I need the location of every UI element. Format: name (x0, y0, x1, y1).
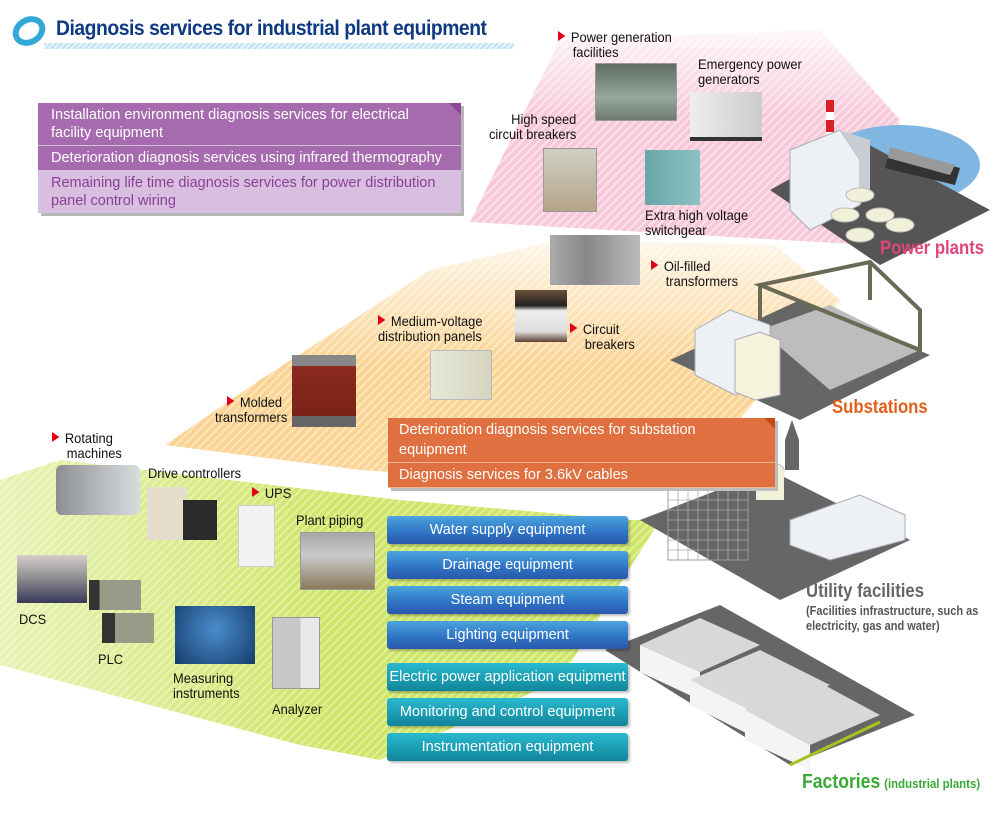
equipment-label-distribution-panels: Medium-voltage distribution panels (378, 313, 483, 344)
equipment-label-power-generation: Power generation facilities (558, 30, 672, 60)
power-generation-photo (595, 63, 677, 121)
power-plant-illustration (770, 100, 990, 265)
equipment-label-circuit-breakers: Circuit breakers (570, 322, 635, 352)
equipment-label-emergency-generators: Emergency power generators (698, 56, 802, 87)
equipment-label-drive-controllers: Drive controllers (148, 465, 242, 481)
marker-triangle-icon (651, 260, 659, 270)
folded-corner (449, 103, 461, 115)
equipment-label-measuring-instruments: Measuring instruments (173, 670, 240, 701)
circuit-breaker-photo (515, 290, 567, 342)
marker-triangle-icon (226, 396, 235, 406)
marker-triangle-icon (52, 432, 60, 442)
equipment-label-plant-piping: Plant piping (296, 512, 364, 528)
equipment-label-molded-transformers: Molded transformers (215, 394, 288, 425)
emergency-generator-photo (690, 92, 762, 137)
marker-triangle-icon (378, 315, 386, 325)
oil-transformer-photo (550, 235, 640, 285)
dcs-photo (17, 555, 87, 603)
drainage-button[interactable]: Drainage equipment (387, 551, 628, 579)
marker-triangle-icon (570, 323, 578, 333)
equipment-label-rotating-machines: Rotating machines (52, 431, 122, 461)
plc-photo-2 (102, 613, 154, 643)
lighting-button[interactable]: Lighting equipment (387, 621, 628, 649)
steam-button[interactable]: Steam equipment (387, 586, 628, 614)
equipment-label-oil-transformers: Oil-filled transformers (651, 259, 738, 289)
equipment-label-ups: UPS (252, 486, 291, 501)
service-item: Remaining life time diagnosis services f… (38, 171, 461, 213)
folded-corner (764, 418, 775, 429)
utility-illustration (640, 420, 910, 600)
category-utility-facilities: Utility facilities (806, 581, 925, 602)
switchgear-photo (645, 150, 700, 205)
equipment-label-analyzer: Analyzer (272, 701, 323, 717)
distribution-panel-photo (430, 350, 492, 400)
service-item: Deterioration diagnosis services for sub… (388, 418, 775, 463)
plant-piping-photo (300, 532, 375, 590)
monitoring-control-button[interactable]: Monitoring and control equipment (387, 698, 628, 726)
title-underline (44, 43, 514, 49)
ring-logo-icon (12, 14, 46, 48)
marker-triangle-icon (558, 31, 566, 41)
electric-power-application-button[interactable]: Electric power application equipment (387, 663, 628, 691)
equipment-label-plc: PLC (98, 651, 124, 667)
rotating-machine-photo (56, 465, 140, 515)
service-item: Deterioration diagnosis services using i… (38, 146, 461, 171)
drive-controller-photo (147, 487, 187, 540)
category-substations: Substations (832, 397, 928, 418)
page-title: Diagnosis services for industrial plant … (56, 17, 487, 40)
plc-photo-1 (89, 580, 141, 610)
utility-note: (Facilities infrastructure, such as elec… (806, 604, 979, 633)
molded-transformer-photo (292, 355, 356, 427)
equipment-label-switchgear: Extra high voltage switchgear (645, 207, 749, 238)
factory-illustration (605, 605, 915, 770)
high-speed-breaker-photo (543, 148, 597, 212)
category-factories: Factories (industrial plants) (802, 771, 981, 793)
service-item: Diagnosis services for 3.6kV cables (388, 463, 775, 488)
equipment-label-high-speed-breakers: High speed circuit breakers (488, 111, 577, 142)
instrumentation-button[interactable]: Instrumentation equipment (387, 733, 628, 761)
substation-illustration (670, 259, 930, 420)
analyzer-photo (272, 617, 320, 689)
ups-photo (238, 505, 275, 567)
service-item: Installation environment diagnosis servi… (38, 103, 461, 146)
marker-triangle-icon (252, 487, 260, 497)
water-supply-button[interactable]: Water supply equipment (387, 516, 628, 544)
equipment-label-dcs: DCS (19, 611, 47, 627)
category-power-plants: Power plants (880, 238, 985, 259)
measuring-instruments-photo (175, 606, 255, 664)
drive-controller-unit-photo (183, 500, 217, 540)
substation-services-box: Deterioration diagnosis services for sub… (388, 418, 775, 488)
power-plant-services-box: Installation environment diagnosis servi… (38, 103, 461, 213)
